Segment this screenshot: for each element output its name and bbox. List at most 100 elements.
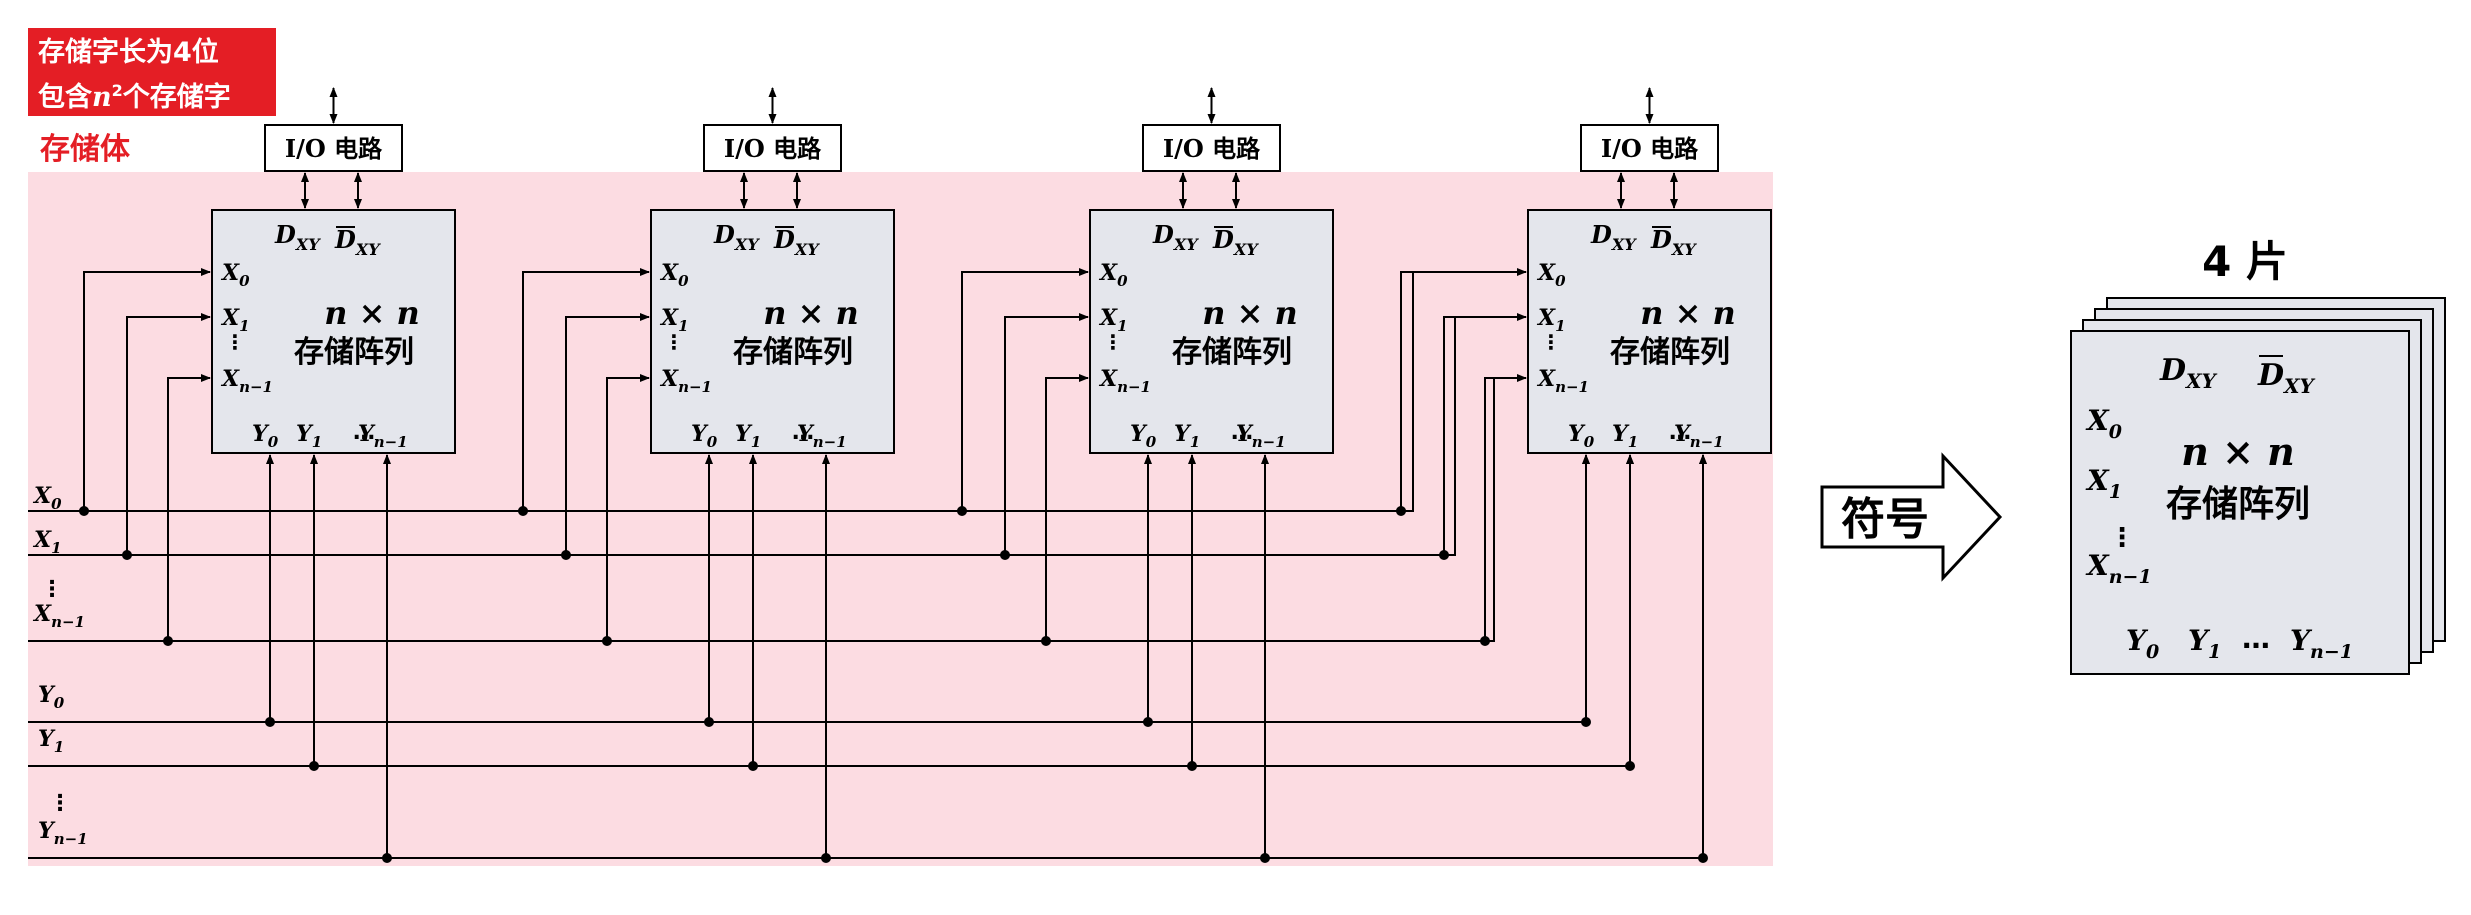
symbol-x-ellipsis: ⋮ (2109, 523, 2135, 553)
chip-array-name: 存储阵列 (733, 335, 853, 370)
chip-x-ellipsis: ⋮ (225, 330, 245, 354)
x-feed-1-0 (522, 268, 650, 511)
chip-y-ellipsis: … (353, 420, 375, 445)
chip-d-label: DXY (274, 220, 321, 254)
chip-y-pin-2: Yn−1 (797, 421, 847, 451)
yn-line-label: Yn−1 (38, 818, 88, 848)
chip-y-ellipsis: … (1669, 420, 1691, 445)
chip-y-pin-1: Y1 (1174, 421, 1200, 451)
x1-line-label: X1 (32, 527, 62, 557)
chip-body (650, 209, 895, 454)
io-circuit-box (703, 124, 842, 172)
chip-array-size: n × n (763, 294, 859, 332)
chip-x-pin-0: X0 (1098, 260, 1128, 290)
xn-line-label: Xn−1 (32, 601, 85, 631)
x-lines-ellipsis: ⋮ (41, 577, 63, 602)
chip-y-pin-1: Y1 (735, 421, 761, 451)
symbol-xn-pin: Xn−1 (2085, 549, 2152, 588)
chip-d-label: DXY (713, 220, 760, 254)
chip-array-name: 存储阵列 (1172, 335, 1292, 370)
io-circuit-label: I/O 电路 (1601, 134, 1699, 163)
symbol-y1-pin: Y1 (2188, 624, 2221, 663)
y-lines-ellipsis: ⋮ (49, 791, 71, 816)
chip-x-pin-2: Xn−1 (1536, 366, 1589, 396)
symbol-arrow-label: 符号 (1841, 494, 1929, 545)
x-feed-0-1 (126, 313, 211, 555)
chip-x-pin-0: X0 (659, 260, 689, 290)
symbol-d-label: DXY (2159, 353, 2218, 393)
chip-x-pin-2: Xn−1 (220, 366, 273, 396)
chip-y-ellipsis: … (1231, 420, 1253, 445)
word-count-var: n (92, 82, 112, 113)
chip-body (1527, 209, 1772, 454)
x-feed-0-0 (83, 268, 211, 511)
symbol-arrow-shape (1820, 452, 2003, 582)
io-circuit-label: I/O 电路 (724, 134, 822, 163)
symbol-y0-pin: Y0 (2126, 624, 2159, 663)
symbol-title: 4 片 (2202, 237, 2288, 286)
info-badge: 存储字长为4位 包含n2个存储字 (28, 28, 276, 116)
memory-bank-label: 存储体 (40, 132, 130, 167)
chip-x-ellipsis: ⋮ (664, 330, 684, 354)
io-circuit-box (264, 124, 403, 172)
chip-x-pin-1: X1 (659, 305, 689, 335)
word-count-text: 包含n2个存储字 (38, 72, 266, 117)
chip-x-pin-1: X1 (1098, 305, 1128, 335)
x-feed-1-2 (606, 374, 650, 641)
chip-y-ellipsis: … (792, 420, 814, 445)
chip-dbar-label: DXY (1212, 225, 1259, 259)
chip-x-ellipsis: ⋮ (1103, 330, 1123, 354)
chip-x-pin-1: X1 (1536, 305, 1566, 335)
x-feed-2-1 (1004, 313, 1089, 555)
x0-line-label: X0 (32, 483, 62, 513)
word-count-exp: 2 (111, 81, 123, 100)
y1-line-label: Y1 (38, 726, 64, 756)
symbol-dbar-label: DXY (2257, 358, 2316, 398)
symbol-arrow: 符号 (1820, 452, 2003, 582)
chip-array-size: n × n (1640, 294, 1736, 332)
x-feed-2-2 (1045, 374, 1089, 641)
y0-line-label: Y0 (38, 682, 65, 712)
symbol-array-size: n × n (2181, 429, 2295, 474)
chip-dbar-label: DXY (773, 225, 820, 259)
chip-x-pin-2: Xn−1 (1098, 366, 1151, 396)
chip-x-pin-0: X0 (1536, 260, 1566, 290)
address-wiring (28, 268, 1708, 863)
y-line-2 (28, 454, 1707, 859)
chip-body (211, 209, 456, 454)
x-feed-1-1 (565, 313, 650, 555)
chip-body (1089, 209, 1334, 454)
chip-d-label: DXY (1590, 220, 1637, 254)
chip-x-ellipsis: ⋮ (1541, 330, 1561, 354)
chip-y-pin-1: Y1 (1612, 421, 1638, 451)
word-count-prefix: 包含 (38, 82, 92, 113)
symbol-x0-pin: X0 (2085, 404, 2122, 443)
symbol-array-name: 存储阵列 (2166, 484, 2310, 525)
y-line-0 (28, 454, 1590, 723)
symbol-chip-layer-3 (2070, 330, 2410, 675)
chip-array-size: n × n (324, 294, 420, 332)
io-circuit-label: I/O 电路 (1163, 134, 1261, 163)
chip-x-pin-0: X0 (220, 260, 250, 290)
chip-dbar-label: DXY (1650, 225, 1697, 259)
x-feed-2-0 (961, 268, 1089, 511)
chip-y-pin-0: Y0 (1130, 421, 1157, 451)
chip-d-label: DXY (1152, 220, 1199, 254)
chip-y-pin-2: Yn−1 (1674, 421, 1724, 451)
io-circuit-box (1580, 124, 1719, 172)
io-circuit-label: I/O 电路 (285, 134, 383, 163)
chip-y-pin-0: Y0 (1568, 421, 1595, 451)
chip-x-pin-2: Xn−1 (659, 366, 712, 396)
chip-x-pin-1: X1 (220, 305, 250, 335)
chip-y-pin-0: Y0 (691, 421, 718, 451)
word-count-suffix: 个存储字 (122, 82, 231, 113)
symbol-x1-pin: X1 (2085, 464, 2122, 503)
chip-array-name: 存储阵列 (294, 335, 414, 370)
